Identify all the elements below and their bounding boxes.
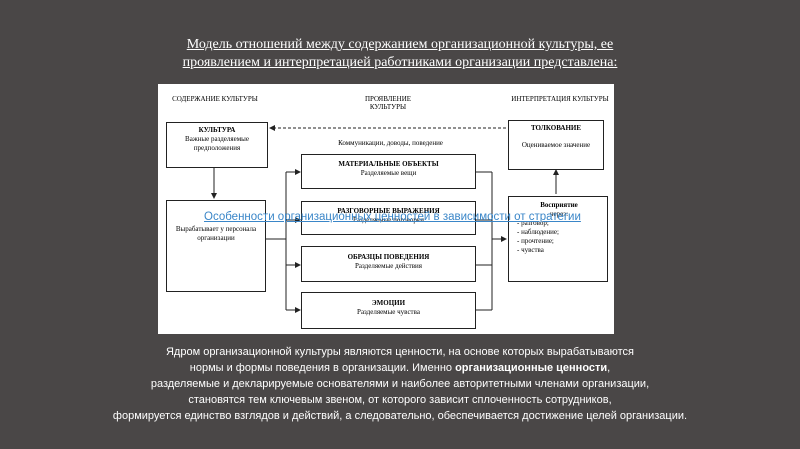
box-kultura-head: КУЛЬТУРА — [198, 126, 236, 134]
box-behavior-patterns-body: Разделяемые действия — [355, 262, 422, 270]
vospr-item: - наблюдение; — [517, 228, 559, 236]
box-tolkovanie-body: Оцениваемое значение — [521, 141, 591, 149]
column-label-interpretation: ИНТЕРПРЕТАЦИЯ КУЛЬТУРЫ — [511, 95, 609, 103]
paragraph-line-1: Ядром организационной культуры являются … — [165, 346, 634, 358]
box-emotions-head: ЭМОЦИИ — [371, 299, 406, 307]
column-label-content: СОДЕРЖАНИЕ КУЛЬТУРЫ — [172, 95, 258, 103]
box-kultura-body: Важные разделяемые предположения — [185, 135, 249, 152]
title-line-1: Модель отношений между содержанием орган… — [186, 37, 614, 52]
box-vyrabatyvaet-body: Вырабатывает у персонала организации — [175, 225, 257, 242]
box-verbal-expressions-body: Разделяемые поговорки — [353, 216, 424, 224]
box-vospriyatie-through: через: — [549, 210, 569, 218]
title-line-2: проявлением и интерпретацией работниками… — [182, 55, 618, 70]
vospr-item: - разговор; — [517, 219, 549, 227]
box-emotions-body: Разделяемые чувства — [357, 308, 420, 316]
vospr-item: - чувства — [517, 246, 544, 254]
paragraph-line-2: нормы и формы поведения в организации. И… — [40, 360, 760, 376]
box-vyrabatyvaet: Вырабатывает у персонала организации — [166, 200, 266, 292]
box-kultura: КУЛЬТУРА Важные разделяемые предположени… — [166, 122, 268, 168]
box-vospriyatie: Восприятие через: - разговор; - наблюден… — [508, 196, 608, 282]
box-behavior-patterns: ОБРАЗЦЫ ПОВЕДЕНИЯ Разделяемые действия — [301, 246, 476, 282]
communications-label: Коммуникации, доводы, поведение — [338, 139, 443, 147]
box-tolkovanie: ТОЛКОВАНИЕ Оцениваемое значение — [508, 120, 604, 170]
vospr-item: - прочтение; — [517, 237, 554, 245]
column-label-manifestation: ПРОЯВЛЕНИЕ КУЛЬТУРЫ — [364, 95, 412, 111]
body-paragraph: Ядром организационной культуры являются … — [40, 344, 760, 424]
box-tolkovanie-head: ТОЛКОВАНИЕ — [530, 124, 582, 132]
box-verbal-expressions: РАЗГОВОРНЫЕ ВЫРАЖЕНИЯ Разделяемые погово… — [301, 201, 476, 235]
diagram-connectors — [211, 125, 559, 313]
box-emotions: ЭМОЦИИ Разделяемые чувства — [301, 292, 476, 329]
box-material-objects-body: Разделяемые вещи — [360, 169, 417, 177]
paragraph-bold-term: организационные ценности — [455, 362, 608, 374]
culture-model-diagram: СОДЕРЖАНИЕ КУЛЬТУРЫ ПРОЯВЛЕНИЕ КУЛЬТУРЫ … — [158, 84, 614, 334]
paragraph-line-5: формируется единство взглядов и действий… — [112, 410, 688, 422]
box-vospriyatie-head: Восприятие — [540, 201, 578, 209]
box-material-objects-head: МАТЕРИАЛЬНЫЕ ОБЪЕКТЫ — [338, 160, 439, 168]
paragraph-line-2-pre: нормы и формы поведения в организации. И… — [189, 362, 456, 374]
page-title: Модель отношений между содержанием орган… — [100, 36, 700, 72]
box-material-objects: МАТЕРИАЛЬНЫЕ ОБЪЕКТЫ Разделяемые вещи — [301, 154, 476, 189]
paragraph-line-3: разделяемые и декларируемые основателями… — [150, 378, 650, 390]
box-behavior-patterns-head: ОБРАЗЦЫ ПОВЕДЕНИЯ — [347, 253, 430, 261]
paragraph-line-4: становятся тем ключевым звеном, от котор… — [188, 394, 612, 406]
strategy-values-link[interactable]: Особенности организационных ценностей в … — [204, 211, 581, 223]
box-verbal-expressions-head: РАЗГОВОРНЫЕ ВЫРАЖЕНИЯ — [337, 207, 440, 215]
paragraph-line-2-post: , — [607, 362, 611, 374]
